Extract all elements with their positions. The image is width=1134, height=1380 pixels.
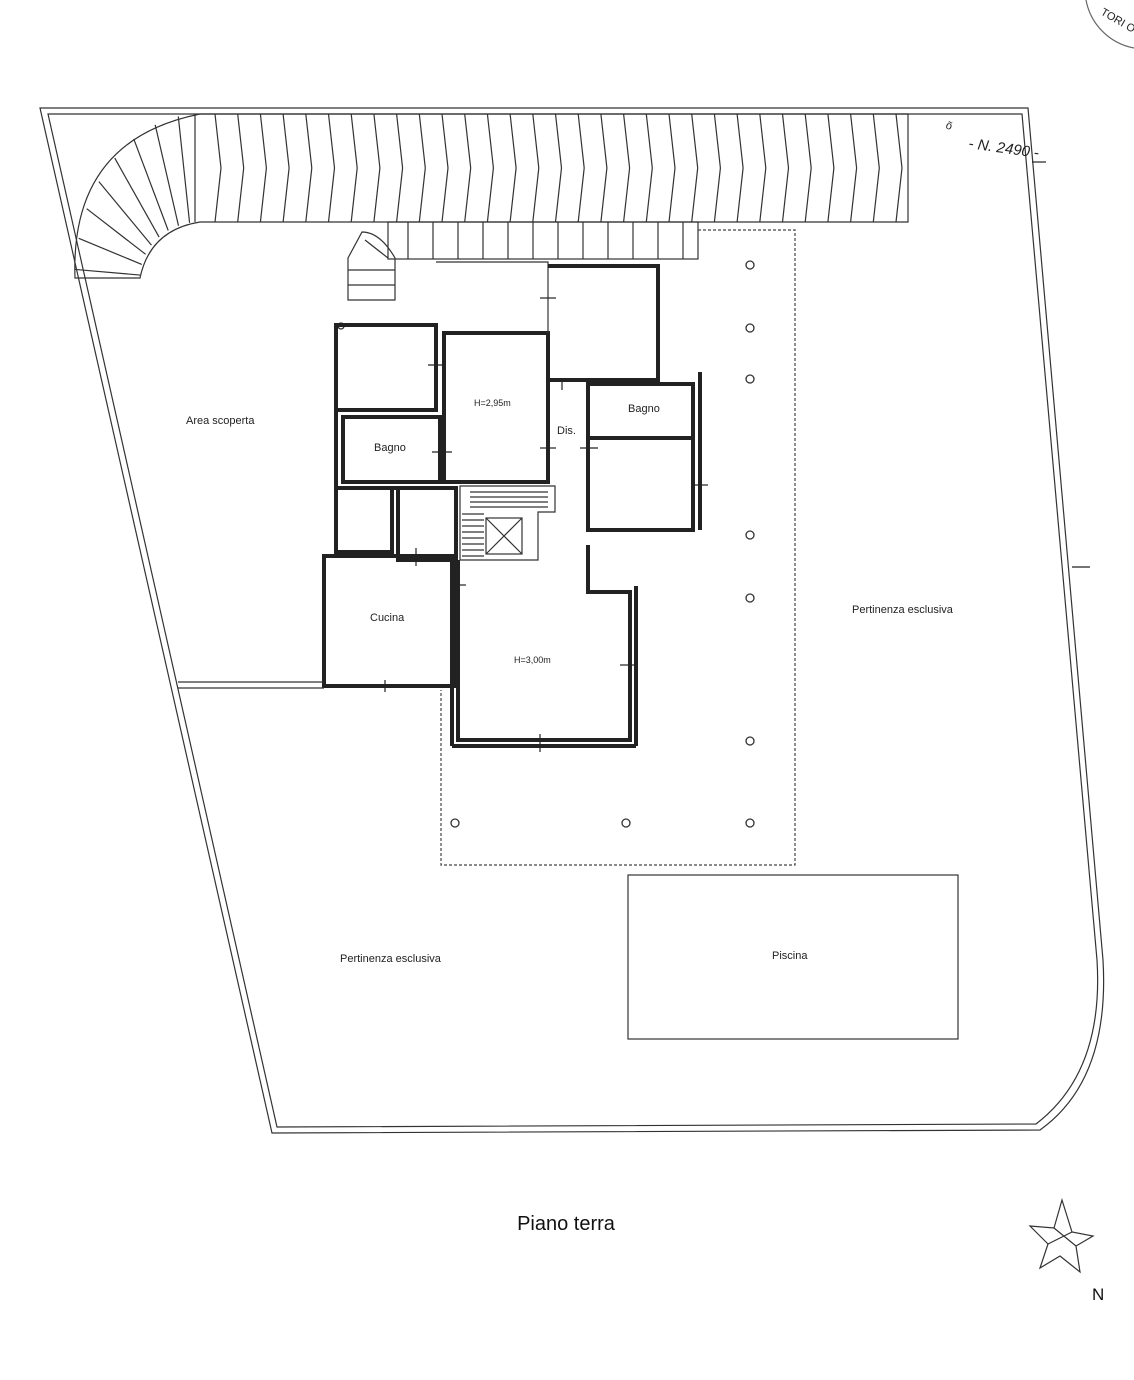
- parcel-annotation: õ - N. 2490 -: [944, 120, 1040, 162]
- room-labels: Area scoperta Bagno Bagno Dis. H=2,95m H…: [186, 398, 954, 965]
- parcel-number: - N. 2490 -: [967, 135, 1040, 162]
- compass-label: N: [1092, 1285, 1104, 1304]
- stamp: TORI OVIN: [1085, 0, 1134, 49]
- curve-segments: [75, 116, 191, 276]
- wall-segments: [214, 113, 903, 223]
- label-pertinenza-left: Pertinenza esclusiva: [340, 953, 442, 965]
- stamp-text: TORI OVIN: [1099, 6, 1134, 44]
- pillar: [745, 260, 755, 270]
- pool: [627, 874, 959, 1040]
- pillar: [745, 374, 755, 384]
- pillar: [745, 736, 755, 746]
- label-bagno-right: Bagno: [628, 403, 660, 415]
- pillar: [745, 593, 755, 603]
- pillar: [745, 323, 755, 333]
- pillar: [745, 818, 755, 828]
- property-boundary: [39, 107, 1105, 1134]
- svg-text:õ: õ: [944, 120, 954, 133]
- pillar: [745, 530, 755, 540]
- pillar: [621, 818, 631, 828]
- plan-title: Piano terra: [517, 1213, 616, 1235]
- label-height-living: H=3,00m: [514, 655, 551, 665]
- label-bagno-left: Bagno: [374, 442, 406, 454]
- label-piscina: Piscina: [772, 950, 808, 962]
- pillar: [450, 818, 460, 828]
- portico-outline: [440, 229, 796, 866]
- openings: [384, 161, 1090, 752]
- label-area-scoperta: Area scoperta: [186, 415, 255, 427]
- upper-steps: [347, 221, 699, 301]
- label-pertinenza-right: Pertinenza esclusiva: [852, 604, 954, 616]
- label-dis: Dis.: [557, 425, 576, 437]
- label-height-upper: H=2,95m: [474, 398, 511, 408]
- north-arrow-icon: N: [1028, 1197, 1104, 1304]
- curved-retaining-wall: [74, 113, 909, 279]
- label-cucina: Cucina: [370, 612, 405, 624]
- building-walls: [178, 261, 702, 748]
